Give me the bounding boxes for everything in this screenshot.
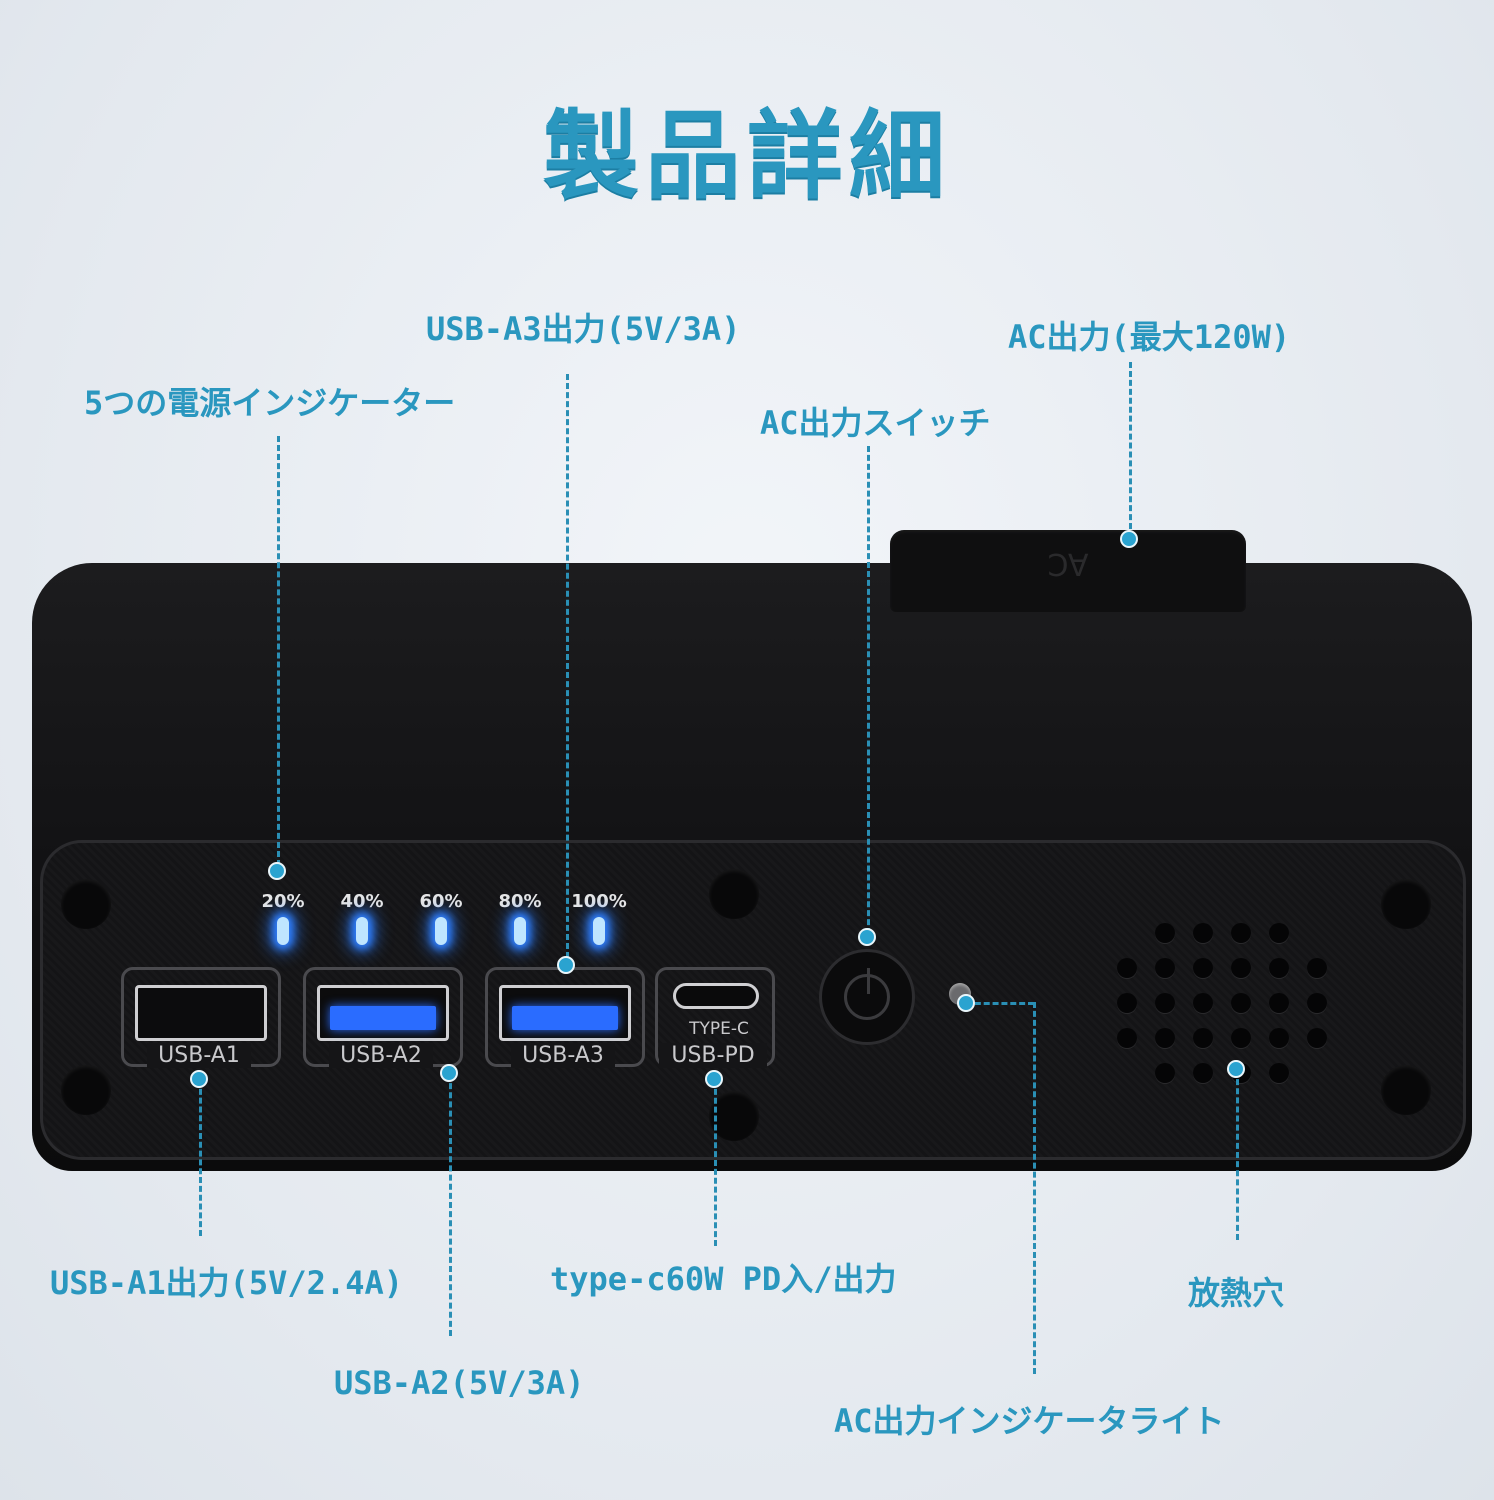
- callout-dot: [705, 1070, 723, 1088]
- vent-hole: [1155, 958, 1175, 978]
- battery-led: [514, 917, 526, 945]
- vent-hole: [1117, 1028, 1137, 1048]
- vent-hole: [1155, 1028, 1175, 1048]
- level-label-40: 40%: [340, 891, 384, 912]
- battery-led: [277, 917, 289, 945]
- callout-dot: [190, 1070, 208, 1088]
- screw-icon: [61, 879, 111, 929]
- vent-hole: [1117, 993, 1137, 1013]
- leader-line: [714, 1080, 717, 1246]
- front-panel: 20% 40% 60% 80% 100% USB-A1 USB-A2 USB-A…: [40, 840, 1466, 1160]
- vent-hole: [1307, 993, 1327, 1013]
- callout-dot: [440, 1064, 458, 1082]
- callout-battery-indicator: 5つの電源インジケーター: [84, 384, 456, 422]
- vent-hole: [1231, 958, 1251, 978]
- vent-hole: [1155, 993, 1175, 1013]
- screw-icon: [1381, 1065, 1431, 1115]
- ac-power-button[interactable]: [819, 949, 915, 1045]
- usb-a3-label: USB-A3: [511, 1043, 615, 1068]
- level-label-20: 20%: [261, 891, 305, 912]
- screw-icon: [709, 869, 759, 919]
- page-title: 製品詳細: [543, 100, 951, 212]
- vent-hole: [1155, 1063, 1175, 1083]
- callout-ac-indicator-light: AC出力インジケータライト: [834, 1402, 1225, 1440]
- leader-line: [1033, 1002, 1036, 1374]
- usb-a2-label: USB-A2: [329, 1043, 433, 1068]
- vent-hole: [1193, 1028, 1213, 1048]
- vent-hole: [1269, 1063, 1289, 1083]
- vent-hole: [1117, 958, 1137, 978]
- screw-icon: [61, 1065, 111, 1115]
- leader-line: [867, 446, 870, 934]
- vent-hole: [1231, 923, 1251, 943]
- usb-a1-port[interactable]: [135, 985, 267, 1041]
- leader-line: [1236, 1070, 1239, 1240]
- vent-hole: [1307, 1028, 1327, 1048]
- vent-hole: [1307, 958, 1327, 978]
- battery-led: [356, 917, 368, 945]
- vent-hole: [1269, 993, 1289, 1013]
- screw-icon: [709, 1091, 759, 1141]
- vent-grid: [1117, 923, 1347, 1093]
- vent-hole: [1231, 993, 1251, 1013]
- level-label-60: 60%: [419, 891, 463, 912]
- level-label-100: 100%: [571, 891, 627, 912]
- leader-line: [966, 1002, 1034, 1005]
- usb-a2-port[interactable]: [317, 985, 449, 1041]
- typec-port[interactable]: [673, 983, 759, 1009]
- callout-usb-a2: USB-A2(5V/3A): [334, 1364, 585, 1402]
- vent-hole: [1193, 958, 1213, 978]
- callout-ac-output: AC出力(最大120W): [1008, 318, 1291, 356]
- vent-hole: [1193, 923, 1213, 943]
- vent-hole: [1269, 1028, 1289, 1048]
- ac-cover-label: AC: [1047, 546, 1089, 581]
- battery-led: [435, 917, 447, 945]
- callout-dot: [957, 994, 975, 1012]
- callout-ac-switch: AC出力スイッチ: [760, 404, 991, 442]
- vent-hole: [1269, 958, 1289, 978]
- leader-line: [199, 1080, 202, 1236]
- screw-icon: [1381, 879, 1431, 929]
- leader-line: [277, 436, 280, 866]
- vent-hole: [1193, 993, 1213, 1013]
- ac-outlet-cover: AC: [890, 530, 1246, 612]
- vent-hole: [1269, 923, 1289, 943]
- callout-typec: type-c60W PD入/出力: [550, 1260, 897, 1298]
- usb-pd-label: USB-PD: [659, 1043, 767, 1068]
- vent-hole: [1231, 1028, 1251, 1048]
- leader-line: [566, 374, 569, 958]
- usb-a1-label: USB-A1: [147, 1043, 251, 1068]
- vent-hole: [1155, 923, 1175, 943]
- callout-dot: [557, 956, 575, 974]
- callout-dot: [1227, 1060, 1245, 1078]
- callout-vent: 放熱穴: [1188, 1274, 1285, 1312]
- callout-usb-a3: USB-A3出力(5V/3A): [426, 310, 741, 348]
- callout-dot: [1120, 530, 1138, 548]
- callout-usb-a1: USB-A1出力(5V/2.4A): [50, 1264, 403, 1302]
- leader-line: [1129, 362, 1132, 538]
- typec-label: TYPE-C: [689, 1019, 749, 1039]
- vent-hole: [1193, 1063, 1213, 1083]
- callout-dot: [268, 862, 286, 880]
- usb-a3-port[interactable]: [499, 985, 631, 1041]
- leader-line: [449, 1074, 452, 1336]
- battery-led: [593, 917, 605, 945]
- level-label-80: 80%: [498, 891, 542, 912]
- callout-dot: [858, 928, 876, 946]
